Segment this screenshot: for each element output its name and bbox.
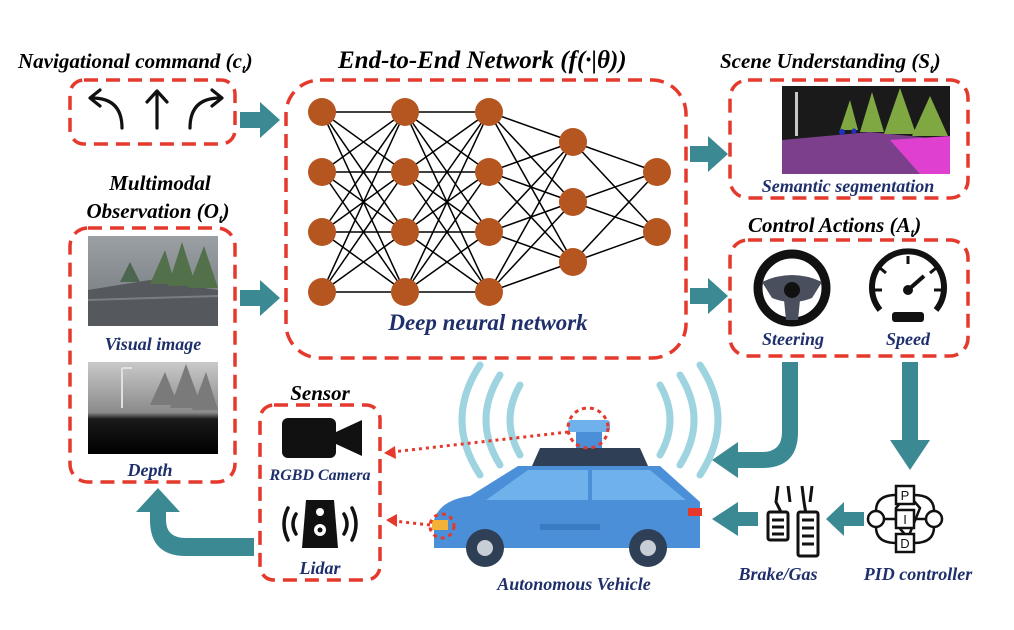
nn-edges bbox=[321, 111, 658, 293]
nn-edge bbox=[404, 111, 490, 233]
deep-nn-label: Deep neural network bbox=[387, 310, 588, 335]
nn-node-l2-3 bbox=[391, 218, 419, 246]
sensor-box bbox=[258, 403, 382, 582]
arrow-obs-to-network bbox=[240, 280, 280, 316]
signal-waves bbox=[458, 361, 722, 479]
arrow-speed-to-pid bbox=[890, 362, 930, 470]
pid-icon bbox=[866, 484, 944, 554]
nn-edge bbox=[572, 171, 658, 203]
car-icon bbox=[432, 420, 702, 567]
bumper-sensor-highlight bbox=[428, 512, 456, 540]
multimodal-title-line1: Multimodal bbox=[108, 171, 211, 195]
nn-node-l4-2 bbox=[559, 188, 587, 216]
arrow-nav-to-network bbox=[240, 102, 280, 138]
depth-image bbox=[88, 362, 218, 454]
pid-label: PID controller bbox=[863, 564, 973, 584]
segmentation-image bbox=[782, 86, 950, 174]
camera-link bbox=[391, 430, 569, 454]
steering-label: Steering bbox=[762, 329, 824, 349]
turn-right-icon bbox=[188, 88, 224, 130]
nn-edge bbox=[572, 171, 658, 263]
nn-node-l4-1 bbox=[559, 128, 587, 156]
nn-edge bbox=[488, 111, 574, 143]
nn-node-l3-1 bbox=[475, 98, 503, 126]
sensor-title: Sensor bbox=[290, 381, 350, 405]
observation-box bbox=[68, 226, 237, 484]
multimodal-title-line2: Observation (Ot) bbox=[86, 199, 229, 226]
nav-command-title: Navigational command (ct) bbox=[17, 49, 253, 76]
arrow-sensor-to-observation bbox=[136, 488, 254, 556]
arrow-steering-to-vehicle bbox=[712, 362, 798, 478]
scene-title: Scene Understanding (St) bbox=[720, 49, 941, 76]
arrow-network-to-scene bbox=[690, 136, 728, 172]
pid-i-letter: I bbox=[903, 512, 907, 527]
nn-edge bbox=[488, 141, 574, 293]
nn-edge bbox=[572, 231, 658, 263]
nn-edge bbox=[488, 261, 574, 293]
lidar-link-head bbox=[386, 514, 397, 527]
nn-nodes bbox=[308, 98, 671, 306]
arrow-network-to-control bbox=[690, 278, 728, 314]
nn-node-l2-1 bbox=[391, 98, 419, 126]
nn-node-l2-4 bbox=[391, 278, 419, 306]
visual-image bbox=[87, 236, 219, 326]
nn-node-l3-2 bbox=[475, 158, 503, 186]
lidar-link bbox=[393, 519, 431, 527]
nav-command-box bbox=[68, 78, 237, 146]
nn-edge bbox=[404, 231, 490, 293]
video-camera-icon bbox=[282, 418, 362, 458]
nn-edge bbox=[404, 111, 490, 293]
rgbd-label: RGBD Camera bbox=[269, 467, 371, 484]
brake-gas-label: Brake/Gas bbox=[737, 564, 817, 584]
nn-edge bbox=[321, 111, 406, 233]
nn-edge bbox=[488, 141, 574, 233]
nn-edge bbox=[321, 171, 406, 293]
network-title: End-to-End Network (f(·|θ)) bbox=[337, 47, 627, 74]
speed-label: Speed bbox=[886, 329, 931, 349]
nn-node-l5-2 bbox=[643, 218, 671, 246]
nn-node-l4-3 bbox=[559, 248, 587, 276]
nn-node-l5-1 bbox=[643, 158, 671, 186]
control-box bbox=[728, 238, 970, 358]
arrow-pedals-to-vehicle bbox=[712, 502, 758, 536]
nn-node-l3-4 bbox=[475, 278, 503, 306]
nn-node-l3-3 bbox=[475, 218, 503, 246]
lidar-label: Lidar bbox=[298, 558, 341, 578]
nn-node-l1-1 bbox=[308, 98, 336, 126]
nn-edge bbox=[404, 171, 490, 293]
vehicle-label: Autonomous Vehicle bbox=[496, 574, 651, 594]
turn-left-icon bbox=[88, 88, 124, 130]
pid-d-letter: D bbox=[900, 536, 909, 551]
scene-box bbox=[728, 78, 970, 200]
pedals-icon bbox=[766, 485, 820, 558]
visual-label: Visual image bbox=[105, 334, 202, 354]
semantic-label: Semantic segmentation bbox=[762, 176, 935, 196]
speedometer-icon bbox=[869, 248, 947, 322]
nn-edge bbox=[404, 111, 490, 173]
pid-p-letter: P bbox=[901, 488, 910, 503]
lidar-icon bbox=[282, 500, 358, 548]
nn-node-l1-2 bbox=[308, 158, 336, 186]
steering-wheel-icon bbox=[753, 249, 831, 327]
nn-edge bbox=[488, 141, 574, 173]
roof-sensor-highlight bbox=[566, 406, 610, 450]
control-title: Control Actions (At) bbox=[748, 213, 921, 240]
nn-edge bbox=[572, 141, 658, 173]
nn-edge bbox=[488, 201, 574, 293]
nn-edge bbox=[321, 111, 406, 173]
depth-label: Depth bbox=[127, 460, 173, 480]
nn-edge bbox=[321, 231, 406, 293]
arrow-pid-to-pedals bbox=[826, 502, 864, 536]
straight-arrow-icon bbox=[145, 89, 169, 130]
nn-node-l1-3 bbox=[308, 218, 336, 246]
network-box bbox=[284, 78, 688, 360]
nn-edge bbox=[321, 111, 406, 293]
nn-node-l2-2 bbox=[391, 158, 419, 186]
nn-node-l1-4 bbox=[308, 278, 336, 306]
camera-link-head bbox=[384, 446, 396, 459]
